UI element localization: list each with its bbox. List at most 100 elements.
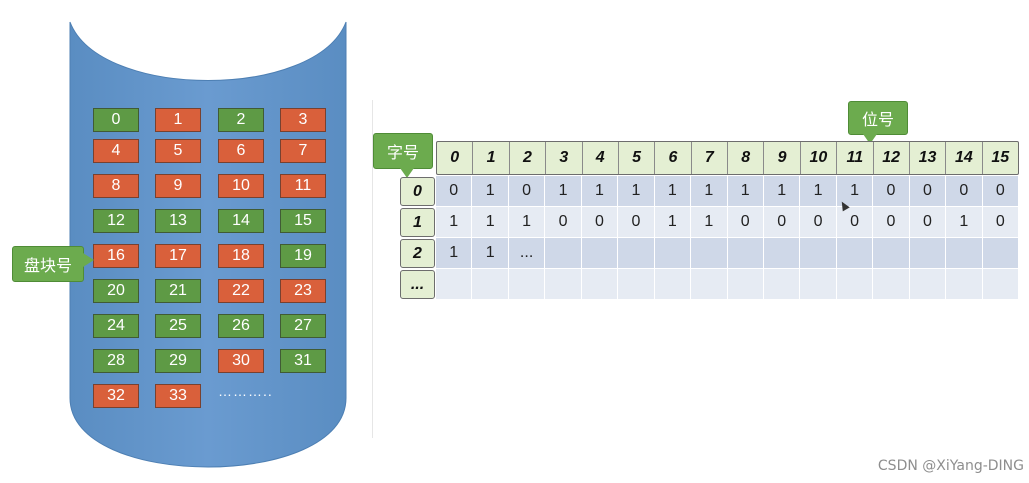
bitmap-cell: 0 (836, 207, 874, 238)
bitmap-cell: 1 (654, 207, 692, 238)
bit-header-14: 14 (945, 142, 981, 174)
bitmap-cell (836, 269, 874, 300)
bit-header-2: 2 (508, 142, 545, 174)
bitmap-cell (727, 269, 764, 300)
disk-block-29: 29 (155, 349, 201, 373)
bitmap-cell (545, 269, 582, 300)
disk-block-20: 20 (93, 279, 139, 303)
bit-header-11: 11 (836, 142, 872, 174)
bitmap-cell: 0 (873, 176, 910, 207)
bitmap-row (436, 269, 1019, 300)
disk-block-18: 18 (218, 244, 264, 268)
bitmap-cell (691, 238, 728, 269)
disk-block-17: 17 (155, 244, 201, 268)
bit-header-9: 9 (763, 142, 799, 174)
disk-block-1: 1 (155, 108, 201, 132)
disk-block-23: 23 (280, 279, 326, 303)
word-number-callout: 字号 (373, 133, 433, 178)
bitmap-cell: 1 (727, 176, 764, 207)
bit-header-4: 4 (581, 142, 618, 174)
bitmap-cell (654, 238, 692, 269)
disk-block-2: 2 (218, 108, 264, 132)
bit-header-7: 7 (690, 142, 727, 174)
bitmap-cell: 0 (982, 207, 1019, 238)
disk-block-16: 16 (93, 244, 139, 268)
bit-header-3: 3 (545, 142, 581, 174)
word-number-2: 2 (400, 239, 435, 268)
word-number-0: 0 (400, 177, 435, 206)
bitmap-cell (472, 269, 509, 300)
bitmap-cell: 1 (472, 238, 509, 269)
bitmap-cell (545, 238, 582, 269)
bitmap-cell: 1 (508, 207, 546, 238)
bitmap-cell (763, 238, 801, 269)
bitmap-cell: 0 (909, 207, 947, 238)
bitmap-cell: 0 (508, 176, 546, 207)
disk-cylinder (69, 21, 347, 468)
disk-block-15: 15 (280, 209, 326, 233)
disk-block-10: 10 (218, 174, 264, 198)
bitmap-cell (691, 269, 728, 300)
bit-header-15: 15 (981, 142, 1018, 174)
disk-block-31: 31 (280, 349, 326, 373)
disk-block-number-callout: 盘块号 (12, 246, 94, 282)
bitmap-cell: 0 (800, 207, 837, 238)
bit-header-5: 5 (617, 142, 654, 174)
bit-header-0: 0 (450, 149, 460, 166)
bitmap-cell: 0 (618, 207, 655, 238)
disk-block-19: 19 (280, 244, 326, 268)
bit-header-13: 13 (908, 142, 945, 174)
bitmap-cell (873, 269, 910, 300)
disk-block-13: 13 (155, 209, 201, 233)
disk-block-27: 27 (280, 314, 326, 338)
bitmap-cell (800, 269, 837, 300)
bitmap-cell: 0 (763, 207, 801, 238)
disk-block-7: 7 (280, 139, 326, 163)
bitmap-cell: 0 (436, 176, 473, 207)
disk-block-9: 9 (155, 174, 201, 198)
bitmap-cell (909, 269, 947, 300)
watermark: CSDN @XiYang-DING (877, 458, 1024, 474)
bitmap-cell: 1 (800, 176, 837, 207)
bitmap-cell (618, 269, 655, 300)
divider-line (372, 100, 373, 438)
bitmap-cell: 0 (909, 176, 947, 207)
disk-block-0: 0 (93, 108, 139, 132)
disk-block-3: 3 (280, 108, 326, 132)
bitmap-cell (982, 238, 1019, 269)
bitmap-cell (982, 269, 1019, 300)
disk-block-4: 4 (93, 139, 139, 163)
bitmap-cell (618, 238, 655, 269)
bitmap-cell: 1 (472, 176, 509, 207)
bitmap-cell: 1 (946, 207, 983, 238)
bitmap-cell (581, 238, 619, 269)
disk-block-33: 33 (155, 384, 201, 408)
word-number-1: 1 (400, 208, 435, 237)
disk-block-21: 21 (155, 279, 201, 303)
disk-block-6: 6 (218, 139, 264, 163)
bitmap-cell: 1 (436, 207, 473, 238)
bitmap-cell: 1 (472, 207, 509, 238)
disk-block-26: 26 (218, 314, 264, 338)
disk-block-24: 24 (93, 314, 139, 338)
bitmap-cell: 0 (545, 207, 582, 238)
bitmap-cell (836, 238, 874, 269)
bitmap-cell: 1 (763, 176, 801, 207)
disk-block-32: 32 (93, 384, 139, 408)
bitmap-cell (946, 269, 983, 300)
bitmap-cell: 0 (982, 176, 1019, 207)
bitmap-cell: 0 (581, 207, 619, 238)
disk-block-30: 30 (218, 349, 264, 373)
bitmap-cell: 1 (654, 176, 692, 207)
bitmap-cell: 1 (436, 238, 473, 269)
bitmap-cell (763, 269, 801, 300)
disk-block-22: 22 (218, 279, 264, 303)
bitmap-cell: 1 (691, 176, 728, 207)
bit-header-12: 12 (872, 142, 909, 174)
disk-block-ellipsis: ……….. (218, 383, 273, 399)
bitmap-cell: 1 (836, 176, 874, 207)
bitmap-cell (436, 269, 473, 300)
bit-header-10: 10 (799, 142, 836, 174)
